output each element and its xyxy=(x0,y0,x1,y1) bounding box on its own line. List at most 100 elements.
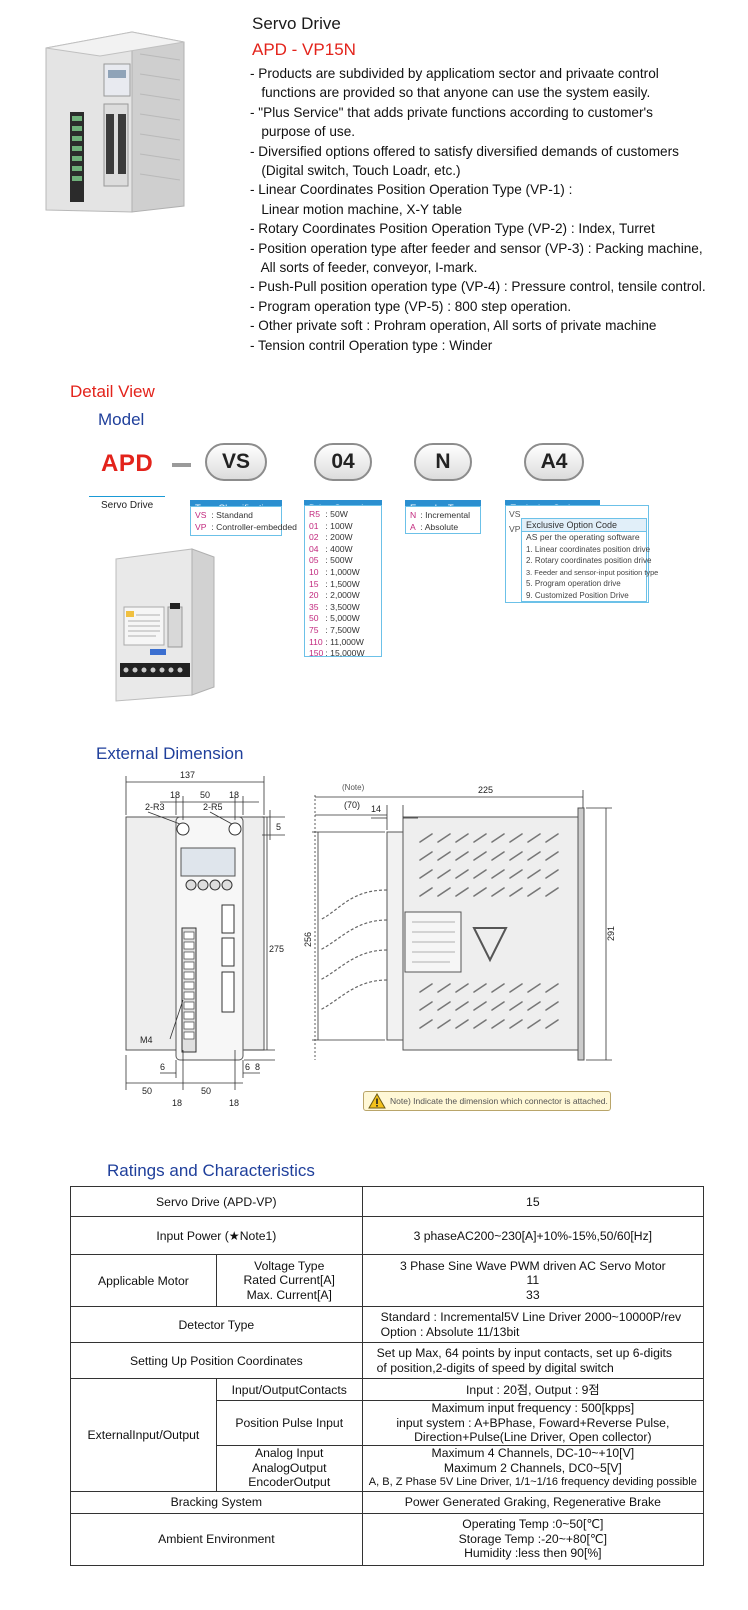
option-row: VS : Standand xyxy=(195,510,253,520)
exclusive-option-row: 9. Customized Position Drive xyxy=(526,590,629,600)
row-sublabel: Position Pulse Input xyxy=(215,1400,363,1446)
exclusive-prefix-vp: VP xyxy=(509,524,521,534)
code-pill-encoder: N xyxy=(414,443,472,481)
code-pill-capacity: 04 xyxy=(314,443,372,481)
row-label: Servo Drive (APD-VP) xyxy=(70,1186,363,1217)
feature-line: - Position operation type after feeder a… xyxy=(250,240,703,256)
option-row: 05 : 500W xyxy=(309,555,353,566)
row-value: 15 xyxy=(361,1186,705,1217)
external-dimension-heading: External Dimension xyxy=(96,744,244,763)
exclusive-option-row: 3. Feeder and sensor-input position type xyxy=(526,567,659,577)
feature-line: (Digital switch, Touch Loadr, etc.) xyxy=(250,163,461,179)
option-row: 01 : 100W xyxy=(309,520,353,531)
product-model: APD - VP15N xyxy=(252,40,356,59)
row-values: Operating Temp :0~50[℃] Storage Temp :-2… xyxy=(361,1512,705,1566)
code-dash xyxy=(172,463,191,467)
feature-line: - "Plus Service" that adds private funct… xyxy=(250,104,653,120)
option-row: 110 : 11,000W xyxy=(309,636,364,647)
table-row: Analog Input AnalogOutput EncoderOutput … xyxy=(71,1444,705,1492)
feature-line: - Other private soft : Prohram operation… xyxy=(250,318,657,334)
dim-291: 291 xyxy=(606,926,616,941)
side-view-flange xyxy=(386,831,404,1041)
feature-line: - Program operation type (VP-5) : 800 st… xyxy=(250,298,572,314)
row-label: ExternalInput/Output xyxy=(70,1378,217,1492)
dim-r5: 2-R5 xyxy=(203,802,223,812)
option-row: 35 : 3,500W xyxy=(309,601,360,612)
feature-line: - Linear Coordinates Position Operation … xyxy=(250,182,573,198)
dim-8: 8 xyxy=(255,1062,260,1072)
drive-capacity-box: R5 : 50W 01 : 100W 02 : 200W 04 : 400W 0… xyxy=(304,505,382,659)
table-row: Ambient Environment Operating Temp :0~50… xyxy=(70,1512,705,1566)
warning-icon xyxy=(368,1093,386,1109)
servo-drive-photo-front xyxy=(115,548,215,702)
table-row: Servo Drive (APD-VP) 15 xyxy=(70,1186,705,1217)
dim-18-bottom-left: 18 xyxy=(172,1098,182,1108)
connector-note-text: Note) Indicate the dimension which conne… xyxy=(390,1096,608,1106)
row-value: Input : 20점, Output : 9점 xyxy=(361,1378,705,1401)
row-value: 3 phaseAC200~230[A]+10%-15%,50/60[Hz] xyxy=(361,1216,705,1255)
exclusive-option-row: 2. Rotary coordinates position drive xyxy=(526,556,652,565)
exclusive-option-row: 1. Linear coordinates position drive xyxy=(526,544,651,554)
option-row: 04 : 400W xyxy=(309,543,353,554)
feature-line: - Rotary Coordinates Position Operation … xyxy=(250,221,655,237)
apd-subtitle: Servo Drive xyxy=(101,500,154,511)
feature-list: - Products are subdivided by applicatiom… xyxy=(250,64,748,355)
dim-m4: M4 xyxy=(140,1035,153,1045)
table-row: Input Power (★Note1) 3 phaseAC200~230[A]… xyxy=(70,1216,705,1255)
row-sublabels: Analog Input AnalogOutput EncoderOutput xyxy=(215,1444,363,1492)
option-row: 15 : 1,500W xyxy=(309,578,360,589)
connector-note: Note) Indicate the dimension which conne… xyxy=(363,1091,611,1111)
detail-view-heading: Detail View xyxy=(70,382,155,401)
feature-line: - Push-Pull position operation type (VP-… xyxy=(250,279,706,295)
servo-drive-photo xyxy=(45,31,185,213)
row-values: Set up Max, 64 points by input contacts,… xyxy=(361,1342,705,1379)
row-label: Input Power (★Note1) xyxy=(70,1216,363,1255)
row-values: Maximum 4 Channels, DC-10~+10[V] Maximum… xyxy=(361,1444,705,1492)
table-row: Detector Type Standard : Incremental5V L… xyxy=(70,1306,705,1343)
table-row: Bracking System Power Generated Graking,… xyxy=(70,1490,705,1514)
apd-underline xyxy=(89,496,165,497)
dim-50-bottom-right: 50 xyxy=(201,1086,211,1096)
dim-18-left: 18 xyxy=(170,790,180,800)
table-row: ExternalInput/Output Input/OutputContact… xyxy=(70,1378,705,1492)
dim-6-left: 6 xyxy=(160,1062,165,1072)
row-value: Power Generated Graking, Regenerative Br… xyxy=(361,1490,705,1514)
dim-225: 225 xyxy=(478,785,493,795)
dim-top-5: 5 xyxy=(276,822,281,832)
dim-18-bottom-right: 18 xyxy=(229,1098,239,1108)
option-row: R5 : 50W xyxy=(309,509,348,519)
code-pill-type: VS xyxy=(205,443,267,481)
dim-r3: 2-R3 xyxy=(145,802,165,812)
row-label: Applicable Motor xyxy=(70,1254,217,1307)
option-row: 150 : 15,000W xyxy=(309,648,365,659)
ratings-heading: Ratings and Characteristics xyxy=(107,1161,315,1180)
type-classification-box: VS : Standand VP : Controller-embedded xyxy=(190,506,297,536)
exclusive-option-row: 5. Program operation drive xyxy=(526,579,621,588)
code-pill-exclusive: A4 xyxy=(524,443,584,481)
option-row: 10 : 1,000W xyxy=(309,566,360,577)
row-label: Ambient Environment xyxy=(70,1512,363,1566)
option-row: A : Absolute xyxy=(410,521,459,532)
dim-note: (Note) xyxy=(342,783,365,792)
dim-50-bottom-left: 50 xyxy=(142,1086,152,1096)
apd-code: APD xyxy=(101,450,154,477)
exclusive-option-row: AS per the operating software xyxy=(526,532,640,542)
feature-line: purpose of use. xyxy=(250,124,356,140)
table-row: Applicable Motor Voltage Type Rated Curr… xyxy=(70,1254,705,1307)
dim-14: 14 xyxy=(371,804,381,814)
option-row: VP : Controller-embedded xyxy=(195,521,297,532)
feature-line: - Tension contril Operation type : Winde… xyxy=(250,337,493,353)
exclusive-option-head: Exclusive Option Code xyxy=(522,519,646,532)
option-row: 02 : 200W xyxy=(309,532,353,543)
dim-50-top: 50 xyxy=(200,790,210,800)
option-row: 20 : 2,000W xyxy=(309,590,360,601)
model-heading: Model xyxy=(98,410,145,429)
table-row: Position Pulse Input Maximum input frequ… xyxy=(71,1400,705,1446)
dim-height-275: 275 xyxy=(269,944,284,954)
exclusive-option-list: Exclusive Option Code AS per the operati… xyxy=(521,518,659,602)
row-label: Bracking System xyxy=(70,1490,363,1514)
product-title: Servo Drive xyxy=(252,14,341,33)
dim-70: (70) xyxy=(344,800,360,810)
table-row: Setting Up Position Coordinates Set up M… xyxy=(70,1342,705,1379)
ratings-table: Servo Drive (APD-VP) 15 Input Power (★No… xyxy=(70,1186,705,1566)
